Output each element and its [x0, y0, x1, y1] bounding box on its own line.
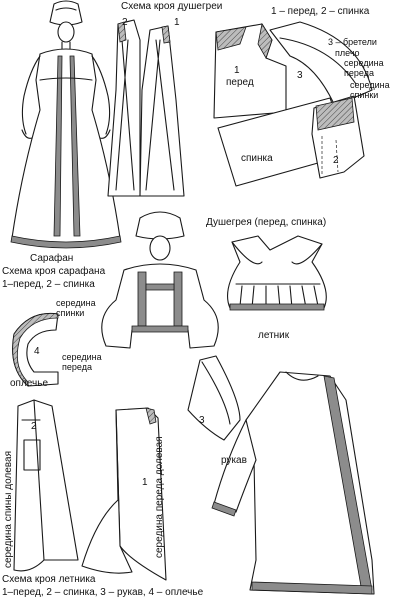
label-sarafan-pattern-1: 1	[174, 17, 180, 28]
label-letnik-front-1: 1	[142, 477, 148, 488]
sarafan-figure	[10, 0, 122, 249]
sarafan-pattern	[107, 19, 185, 197]
label-shoulder: плечо	[335, 48, 360, 58]
label-front-center-top: середина переда	[344, 58, 384, 78]
bodice-pattern	[213, 21, 373, 187]
legend-sarafan: 1–перед, 2 – спинка	[2, 279, 95, 290]
label-bodice-back: спинка	[241, 153, 273, 164]
title-sarafan-cut: Схема кроя сарафана	[2, 266, 106, 277]
dushegreya-figure	[101, 211, 219, 349]
title-letnik-cut: Схема кроя летника	[2, 574, 96, 585]
label-bodice-front: перед	[226, 77, 254, 88]
title-dushegreya: Душегрея (перед, спинка)	[206, 217, 327, 228]
oplechye-piece	[12, 312, 59, 387]
title-bodice-cut: Схема кроя душегреи	[121, 1, 223, 12]
label-bodice-3: 3	[297, 70, 303, 81]
legend-bodice: 1 – перед, 2 – спинка	[271, 6, 370, 17]
label-front-center-grain: середина переда долевая	[154, 436, 165, 558]
label-oplechye-front-center: середина переда	[62, 352, 102, 372]
sleeve-piece	[187, 355, 241, 441]
label-letnik-back-2: 2	[31, 421, 37, 432]
label-straps: 3 – бретели	[328, 37, 377, 47]
dushegreya-garment	[227, 235, 327, 311]
legend-letnik: 1–перед, 2 – спинка, 3 – рукав, 4 – опле…	[2, 587, 204, 598]
label-sarafan: Сарафан	[30, 253, 74, 264]
label-bodice-front-1: 1	[234, 65, 240, 76]
label-back-center-top: середина спинки	[350, 80, 390, 100]
label-sleeve: рукав	[221, 455, 247, 466]
label-bodice-back-2: 2	[333, 155, 339, 166]
label-oplechye-back-center: середина спинки	[56, 298, 96, 318]
label-sleeve-3: 3	[199, 415, 205, 426]
label-oplechye: оплечье	[10, 378, 49, 389]
label-letnik: летник	[258, 330, 290, 341]
letnik-garment	[211, 371, 375, 595]
label-back-center-grain: середина спины долевая	[3, 451, 14, 568]
letnik-pattern	[13, 399, 167, 581]
label-sarafan-pattern-2: 2	[122, 17, 128, 28]
label-oplechye-4: 4	[34, 346, 40, 357]
